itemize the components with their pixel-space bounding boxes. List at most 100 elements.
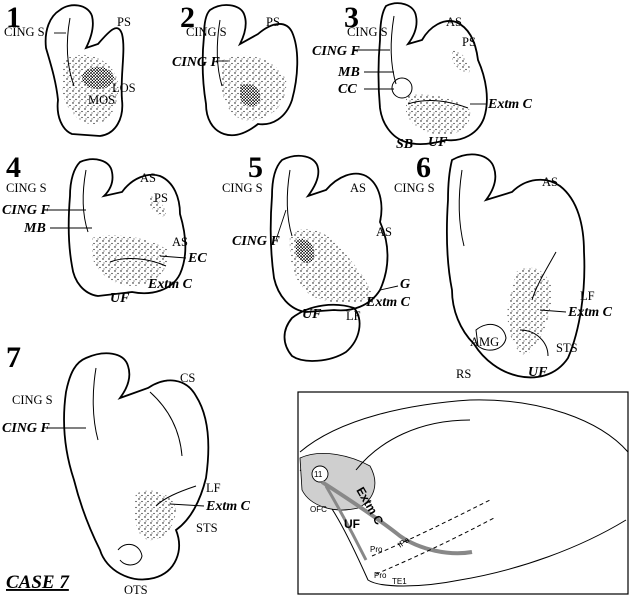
section-4-label-as-2: AS (172, 235, 188, 249)
section-4-label-uf: UF (110, 291, 130, 306)
section-6-label-uf: UF (528, 365, 548, 380)
section-7-cingulate-fold (92, 367, 99, 441)
section-3-stipple (406, 94, 471, 135)
inset-extm-tract (320, 480, 473, 556)
section-7-label-sts: STS (196, 521, 218, 535)
section-3-label-mb: MB (337, 65, 360, 80)
section-1-label-mos: MOS (88, 93, 115, 107)
section-3-label-sb: SB (396, 137, 413, 152)
section-4-label-as: AS (140, 171, 156, 185)
section-2-label-cing-f: CING F (172, 55, 221, 70)
section-3-stipple-upper (452, 50, 470, 73)
section-7-label-ots: OTS (124, 583, 148, 597)
section-5-label-g: G (400, 277, 410, 292)
section-5-cingulate-fold (286, 169, 293, 237)
section-7-label-cing-f: CING F (2, 421, 51, 436)
section-7-outline (63, 352, 210, 581)
section-5: 5 CING S AS CING F AS G Extm C UF LF (222, 151, 411, 362)
section-6-label-cing-s: CING S (394, 181, 435, 195)
inset-area-marker (311, 465, 329, 483)
section-6-label-amg: AMG (470, 335, 499, 349)
section-1: 1 CING S PS LOS MOS (4, 1, 136, 137)
inset-label-ofc: OFC (310, 505, 327, 514)
section-7-ots-fold (117, 543, 143, 566)
section-1-label-cing-s: CING S (4, 25, 45, 39)
section-5-label-as: AS (350, 181, 366, 195)
section-4-label-ps: PS (154, 191, 168, 205)
section-4-label-extm-c: Extm C (147, 277, 193, 292)
section-7-label-lf: LF (206, 481, 221, 495)
inset-brain-view: 11 OFC Extm C UF Pro Pro IPa TE1 (297, 391, 629, 595)
section-1-label-ps: PS (117, 15, 131, 29)
section-5-label-cing-s: CING S (222, 181, 263, 195)
section-3-label-cing-f: CING F (312, 44, 361, 59)
section-7-label-cs: CS (180, 371, 195, 385)
inset-sylvian (355, 419, 471, 471)
section-7-number: 7 (6, 341, 21, 374)
inset-label-pro-2: Pro (374, 571, 387, 580)
case-label: CASE 7 (6, 572, 70, 593)
section-4-cingulate-fold (82, 169, 89, 233)
section-4: 4 CING S AS PS CING F MB AS EC UF Extm C (2, 151, 207, 306)
section-7-central-sulcus (149, 391, 183, 457)
section-5-number: 5 (248, 151, 263, 184)
section-6-label-rs: RS (456, 367, 471, 381)
section-6-label-extm-c: Extm C (567, 305, 613, 320)
section-6-amygdala (475, 323, 507, 351)
section-5-label-lf: LF (346, 309, 361, 323)
section-5-leader-cing-f (275, 209, 287, 241)
section-3-label-as: AS (446, 15, 462, 29)
section-2-number: 2 (180, 1, 195, 34)
section-2-cingulate-fold (216, 19, 223, 87)
section-3-cingulate-fold (390, 15, 397, 85)
inset-label-pro-1: Pro (370, 545, 383, 554)
section-6-leader-extm-c (539, 309, 567, 313)
section-4-label-mb: MB (23, 221, 46, 236)
section-5-outline (269, 154, 389, 313)
section-3-number: 3 (344, 1, 359, 34)
section-5-dense-patch (296, 238, 315, 263)
section-3-label-cc: CC (338, 82, 357, 97)
section-2-label-cing-s: CING S (186, 25, 227, 39)
section-4-stipple (92, 235, 169, 286)
section-7-label-extm-c: Extm C (205, 499, 251, 514)
section-7-stipple (134, 490, 176, 541)
section-1-label-los: LOS (112, 81, 136, 95)
section-3-outline (377, 2, 488, 146)
section-6-label-as: AS (542, 175, 558, 189)
section-2: 2 CING S PS CING F (172, 1, 299, 137)
section-7-label-cing-s: CING S (12, 393, 53, 407)
section-4-number: 4 (6, 151, 21, 184)
section-4-uf-path (109, 258, 167, 267)
section-5-leader-g (379, 285, 399, 291)
section-3-label-ps: PS (462, 35, 476, 49)
section-5-label-extm-c: Extm C (365, 295, 411, 310)
section-1-stipple (62, 54, 119, 125)
section-6-label-sts: STS (556, 341, 578, 355)
inset-area-number: 11 (314, 470, 323, 479)
section-4-label-cing-f: CING F (2, 203, 51, 218)
section-1-dense-core (82, 67, 114, 89)
section-4-stipple-upper (150, 196, 166, 217)
section-6-stipple (507, 267, 552, 356)
section-5-temporal-lobe (283, 303, 361, 362)
section-1-outline (44, 4, 125, 137)
section-3-label-uf: UF (428, 135, 448, 150)
section-1-number: 1 (6, 1, 21, 34)
section-3-label-extm-c: Extm C (487, 97, 533, 112)
section-6-label-lf: LF (580, 289, 595, 303)
section-2-dense-patch (240, 83, 261, 107)
section-3-extm-path (407, 100, 469, 109)
section-7-leader-extm-c (169, 503, 205, 507)
section-6-number: 6 (416, 151, 431, 184)
inset-label-te1: TE1 (392, 577, 407, 586)
section-3-label-cing-s: CING S (347, 25, 388, 39)
section-2-outline (201, 4, 299, 137)
section-4-outline (67, 158, 187, 297)
section-5-label-uf: UF (302, 307, 322, 322)
section-6-outline (445, 153, 586, 379)
section-5-label-cing-f: CING F (232, 234, 281, 249)
section-4-label-ec: EC (187, 251, 207, 266)
